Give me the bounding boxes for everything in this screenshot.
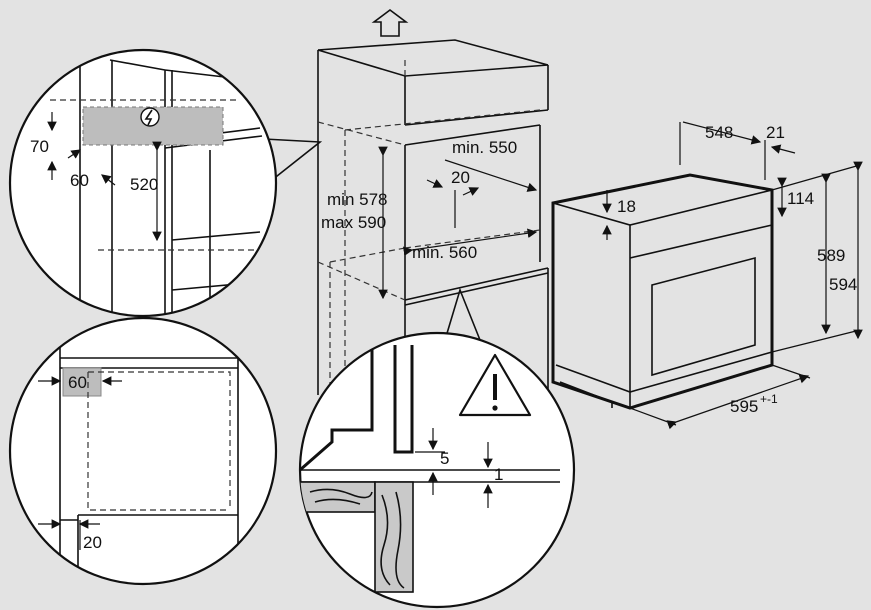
width-min-label: min. 560 xyxy=(412,243,477,262)
cabinet-niche xyxy=(317,39,549,395)
gap-1-label: 1 xyxy=(494,465,503,484)
vent-60-label: 60 xyxy=(68,373,87,392)
vent-zone xyxy=(62,367,102,397)
detail-socket-circle: 70 60 520 xyxy=(8,48,278,318)
oven-width-tolerance-label: +-1 xyxy=(760,392,778,406)
oven-top-offset-label: 18 xyxy=(617,197,636,216)
wood-post xyxy=(374,481,414,593)
gap-20-label: 20 xyxy=(451,168,470,187)
gap-5-label: 5 xyxy=(440,449,449,468)
height-max-label: max 590 xyxy=(321,213,386,232)
oven-front-depth-label: 21 xyxy=(766,123,785,142)
detail-gap-circle: 5 1 xyxy=(298,331,576,609)
oven-panel-height-label: 114 xyxy=(787,189,814,208)
socket-height-520-label: 520 xyxy=(130,175,158,194)
cabinet-dimensions: min 578 max 590 min. 550 20 min. 560 xyxy=(321,138,538,300)
electric-warning-icon xyxy=(140,107,160,127)
oven-dimensions: 548 21 18 114 589 594 595 +-1 xyxy=(602,121,863,430)
socket-height-70-label: 70 xyxy=(30,137,49,156)
height-min-label: min 578 xyxy=(327,190,387,209)
oven xyxy=(551,173,774,410)
oven-inner-height-label: 589 xyxy=(817,246,845,265)
callout-leaders xyxy=(263,138,481,341)
oven-width-top-label: 548 xyxy=(705,123,733,142)
warning-triangle-icon xyxy=(458,353,532,417)
oven-width-label: 595 xyxy=(730,397,758,416)
arrow-up-icon xyxy=(371,9,409,37)
depth-min-label: min. 550 xyxy=(452,138,517,157)
socket-width-60-label: 60 xyxy=(70,171,89,190)
detail-ventilation-circle: 60 20 xyxy=(8,316,278,586)
oven-height-label: 594 xyxy=(829,275,857,294)
vent-gap-20-label: 20 xyxy=(83,533,102,552)
